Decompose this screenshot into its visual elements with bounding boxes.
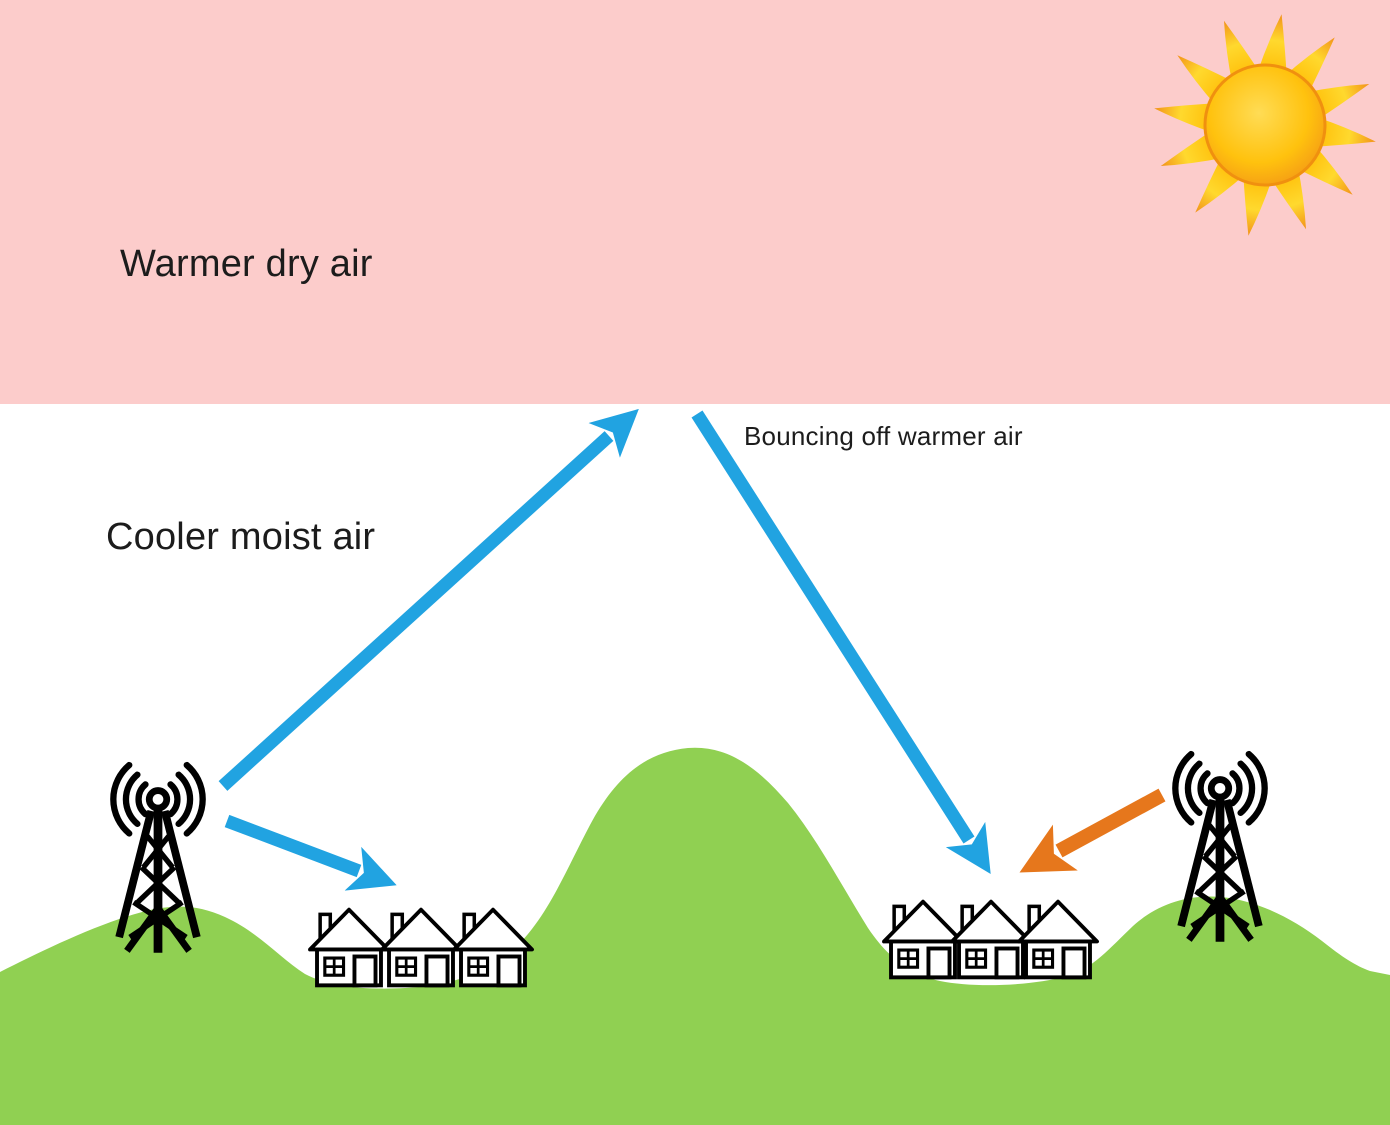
interference-signal-arrow (1019, 788, 1166, 873)
sun-icon (1154, 14, 1376, 236)
sun-disc (1203, 63, 1327, 187)
warm-air-band (0, 0, 1390, 404)
warm-air-label: Warmer dry air (120, 243, 373, 285)
right-houses (882, 899, 1099, 980)
bounce-annotation-label: Bouncing off warmer air (744, 421, 1023, 451)
sun-rays (1154, 14, 1376, 236)
bounced-signal-arrow (691, 410, 991, 874)
cool-air-label: Cooler moist air (106, 516, 376, 558)
uplink-signal-arrow (218, 408, 639, 791)
left-houses (308, 907, 534, 988)
green-hills (0, 747, 1390, 1125)
house-icon (452, 907, 534, 988)
house-icon (380, 907, 462, 988)
house-icon (882, 899, 964, 980)
house-icon (308, 907, 390, 988)
local-signal-arrow (224, 814, 397, 891)
house-icon (1017, 899, 1099, 980)
